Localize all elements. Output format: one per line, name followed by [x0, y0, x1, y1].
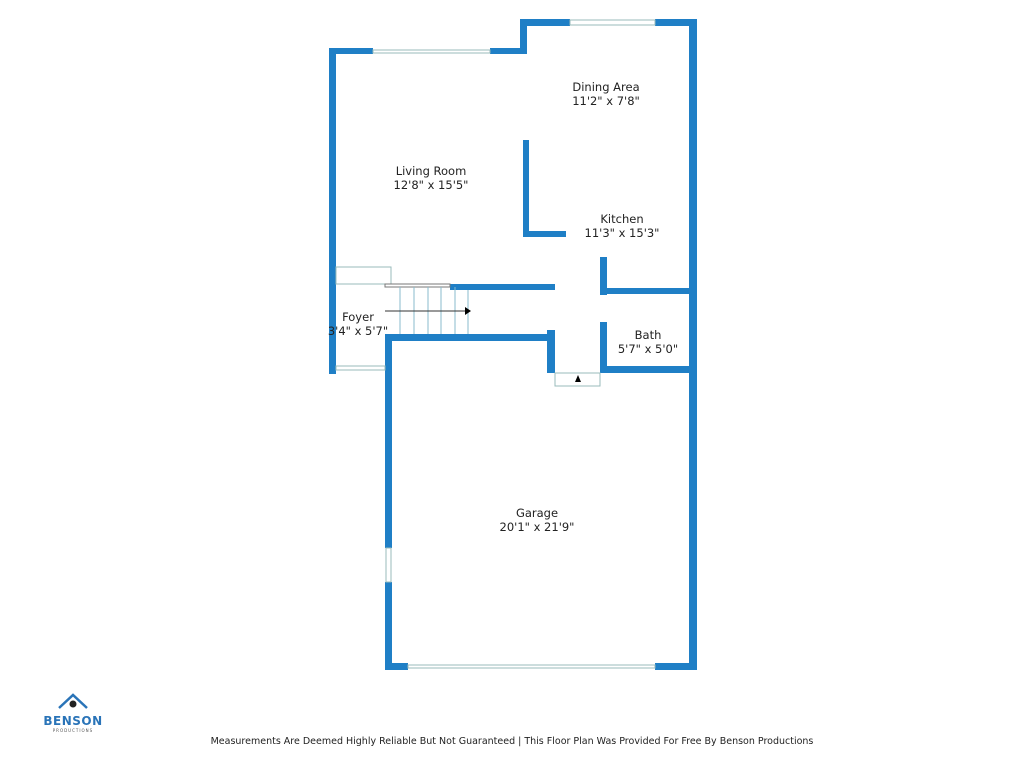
stair-arrow-icon: [465, 307, 471, 315]
entry-arrow-icon: [575, 375, 581, 382]
openings: [335, 19, 656, 669]
house-icon: [58, 693, 88, 709]
logo-sub: PRODUCTIONS: [52, 728, 94, 733]
benson-logo: BENSON PRODUCTIONS: [38, 692, 108, 733]
footer-disclaimer: Measurements Are Deemed Highly Reliable …: [210, 736, 814, 747]
logo-name: BENSON: [43, 714, 103, 728]
walls: [329, 19, 697, 670]
